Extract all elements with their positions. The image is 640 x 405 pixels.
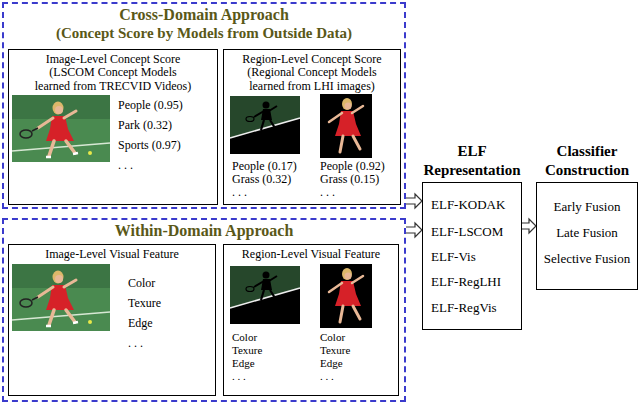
region-player	[320, 94, 372, 158]
box-text: . . .	[320, 186, 335, 199]
box-text: Edge	[128, 316, 153, 330]
box-heading: Cross-Domain Approach	[4, 5, 404, 24]
box-text: Texure	[232, 344, 262, 357]
box-text: . . .	[232, 186, 247, 199]
hollow-arrow	[522, 219, 536, 233]
hollow-arrow	[406, 223, 422, 237]
box-text: Texure	[128, 296, 161, 310]
box-text: (Concept Score by Models from Outside Da…	[4, 24, 404, 43]
box-text: (Regional Concept Models learned from LH…	[242, 65, 382, 93]
box-text: People (0.95)	[118, 98, 183, 112]
box-heading: Within-Domain Approach	[4, 221, 404, 240]
box-text: Selective Fusion	[537, 251, 637, 267]
box-text: Texure	[320, 344, 350, 357]
feature-box: Image-Level Visual FeatureColorTexureEdg…	[8, 244, 216, 396]
box-heading: Region-Level Concept Score	[224, 52, 400, 66]
feature-box: Region-Level Visual FeatureColorTexureEd…	[223, 244, 399, 396]
box-text: ELF-RegLHI	[431, 274, 501, 290]
box-heading: Region-Level Visual Feature	[224, 247, 398, 261]
box-text: ELF-KODAK	[431, 197, 505, 213]
box-heading: Image-Level Concept Score	[9, 52, 217, 66]
box-text: People (0.92)	[320, 160, 385, 173]
concept-box: Image-Level Concept Score(LSCOM Concept …	[8, 49, 218, 205]
box-text: Grass (0.15)	[320, 173, 379, 186]
box-text: . . .	[232, 370, 246, 383]
box-text: . . .	[118, 158, 133, 172]
region-player	[320, 264, 372, 328]
box-text: Color	[128, 276, 155, 290]
box-text: ELF-LSCOM	[431, 224, 503, 240]
box-text: ELF-Vis	[431, 249, 476, 265]
box-text: Edge	[320, 357, 343, 370]
box-text: . . .	[320, 370, 334, 383]
approach-group: Cross-Domain Approach(Concept Score by M…	[2, 2, 406, 209]
approach-group: Within-Domain ApproachImage-Level Visual…	[2, 218, 406, 402]
box-text: (LSCOM Concept Models learned from TRECV…	[33, 65, 194, 93]
box-text: Late Fusion	[537, 225, 637, 241]
classifier-box: Classifier ConstructionEarly FusionLate …	[536, 182, 638, 290]
region-silhouette	[230, 266, 300, 324]
tennis-photo	[12, 95, 110, 162]
box-heading: Image-Level Visual Feature	[9, 247, 215, 261]
tennis-photo	[12, 264, 110, 331]
box-text: Sports (0.97)	[118, 138, 181, 152]
box-text: Color	[232, 331, 257, 344]
box-text: Park (0.32)	[118, 118, 172, 132]
box-heading: ELF Representation	[412, 142, 532, 180]
concept-box: Region-Level Concept Score(Regional Conc…	[223, 49, 401, 205]
box-heading: Classifier Construction	[536, 142, 638, 180]
region-silhouette	[230, 96, 300, 154]
hollow-arrow	[406, 194, 422, 208]
box-text: Edge	[232, 357, 255, 370]
box-text: Early Fusion	[537, 199, 637, 215]
box-text: Color	[320, 331, 345, 344]
box-text: . . .	[128, 336, 143, 350]
box-text: ELF-RegVis	[431, 300, 497, 316]
representation-box: ELF RepresentationELF-KODAKELF-LSCOMELF-…	[422, 182, 522, 330]
box-text: People (0.17)	[232, 160, 297, 173]
box-text: Grass (0.32)	[232, 173, 291, 186]
